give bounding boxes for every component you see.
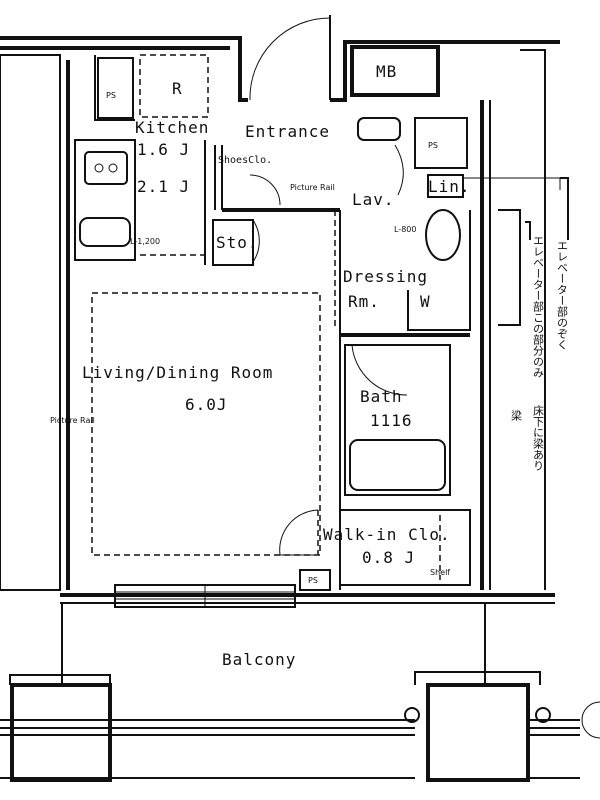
second-size: 2.1 J [137,177,190,196]
balcony-column-left [10,683,112,782]
stove [84,151,128,185]
refrigerator-space [139,54,209,118]
bathtub [349,439,446,491]
shelf-label: Shelf [430,568,450,577]
kitchen-counter [74,139,205,261]
ps-box [414,117,468,169]
drain-icon [535,707,551,723]
mb-label: MB [376,62,397,81]
walkin-label: Walk-in Clo. [323,525,451,544]
washer-label: W [420,292,431,311]
walkin-size: 0.8 J [362,548,415,567]
balcony-column-right [426,683,530,782]
mb-box [350,45,440,97]
linen-closet [427,174,464,198]
storage-label: Sto. [216,233,259,252]
kitchen-size: 1.6 J [137,140,190,159]
picture-rail-entrance-label: Picture Rail [290,183,335,192]
linen-label: Lin. [428,177,471,196]
toilet-tank [357,117,401,141]
kitchen-label: Kitchen [135,118,209,137]
balcony-label: Balcony [222,650,296,669]
note-beam-short: 梁 [510,409,523,422]
bathroom [344,344,451,496]
drain-icon [404,707,420,723]
bath-size: 1116 [370,411,413,430]
sink [79,217,131,247]
living-room-area [91,292,321,556]
left-column [0,54,61,591]
living-label: Living/Dining Room [82,363,273,382]
dressing-rm-label: Rm. [348,292,380,311]
ps-label: PS [428,141,438,150]
ps-label: PS [308,576,318,585]
ps-box [299,569,331,591]
compass-icon [581,701,600,739]
ps-label: PS [106,91,116,100]
ps-box [97,57,134,119]
entrance-label: Entrance [245,122,330,141]
note-beam: 床下に梁あり [532,404,545,471]
note-elevator-1: エレベーター部のぞく [556,240,569,350]
note-elevator-2: エレベーター部この部分のみ [532,235,545,378]
storage [212,219,254,266]
window-sash [114,584,296,608]
outer-walls [0,36,560,604]
dressing-label: Dressing [343,267,428,286]
living-size: 6.0J [185,395,228,414]
lav-width-label: L-800 [394,225,416,234]
washbasin [425,209,461,261]
shoes-closet-label: ShoesClo. [218,155,272,166]
entrance-door [249,15,331,101]
bath-label: Bath [360,387,403,406]
lav-label: Lav. [352,190,395,209]
picture-rail-living-label: Picture Rail [50,416,95,425]
refrigerator-label: R [172,79,183,98]
counter-width-label: L-1,200 [130,237,160,246]
